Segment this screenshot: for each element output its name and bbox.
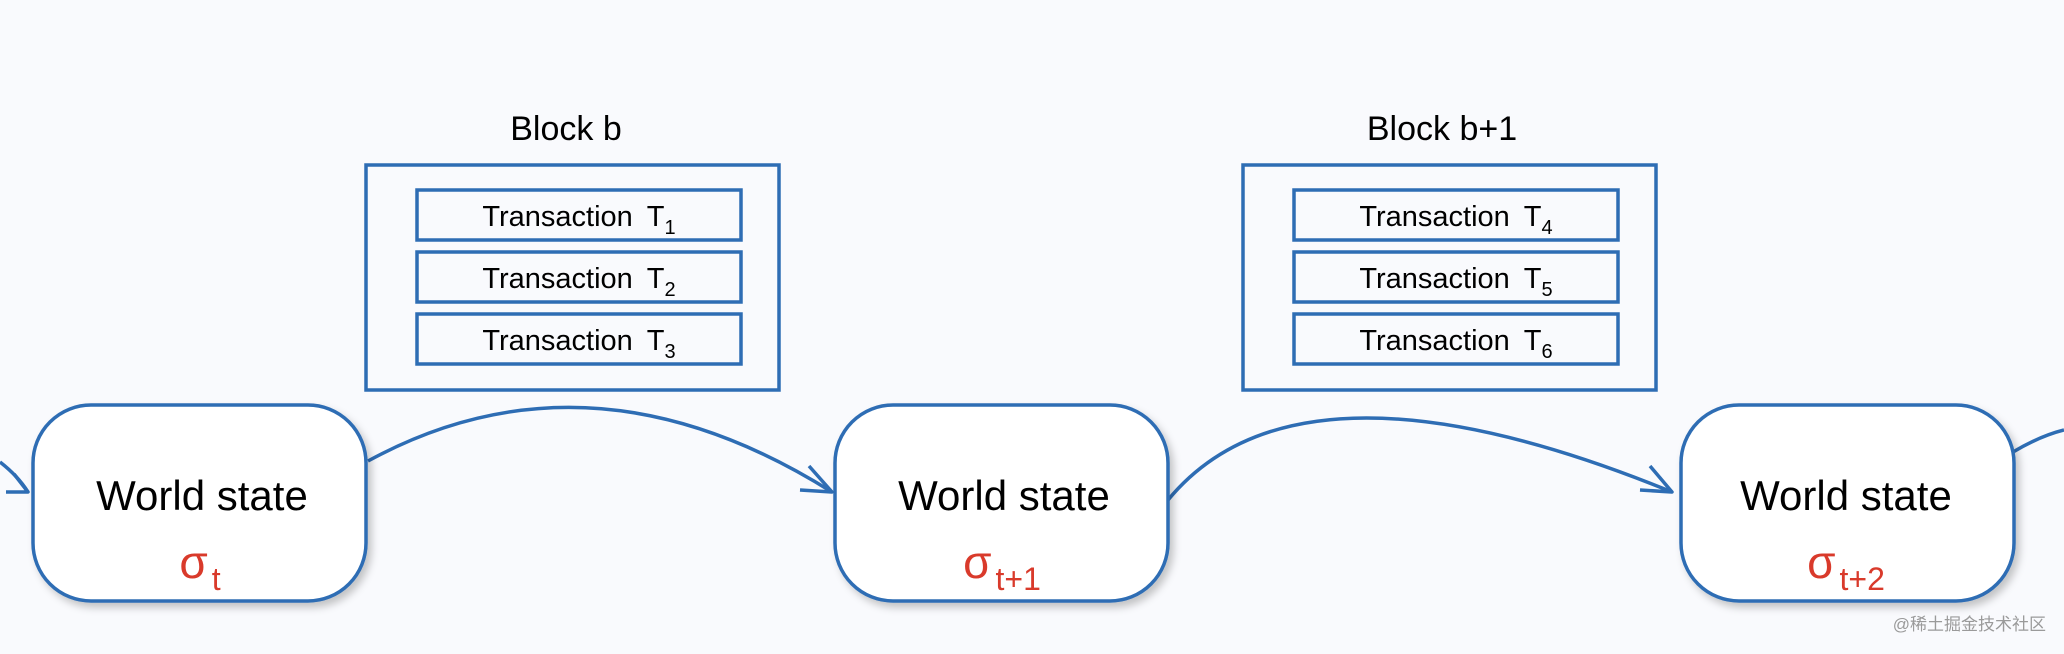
block-frame <box>364 163 781 392</box>
outgoing-arrow <box>2012 428 2064 454</box>
watermark: @稀土掘金技术社区 <box>1893 615 2046 634</box>
block-title: Block b <box>510 110 622 148</box>
world-state-label: World state <box>1740 472 1952 519</box>
transition-arrow-1 <box>367 405 833 494</box>
transition-arrow-2 <box>1166 416 1673 502</box>
block-title: Block b+1 <box>1367 110 1517 148</box>
arrowhead <box>6 472 30 494</box>
world-state-label: World state <box>96 472 308 519</box>
arrowhead <box>799 464 834 494</box>
world-state-label: World state <box>898 472 1110 519</box>
arrowhead <box>1639 464 1674 494</box>
block-frame <box>1241 163 1658 392</box>
